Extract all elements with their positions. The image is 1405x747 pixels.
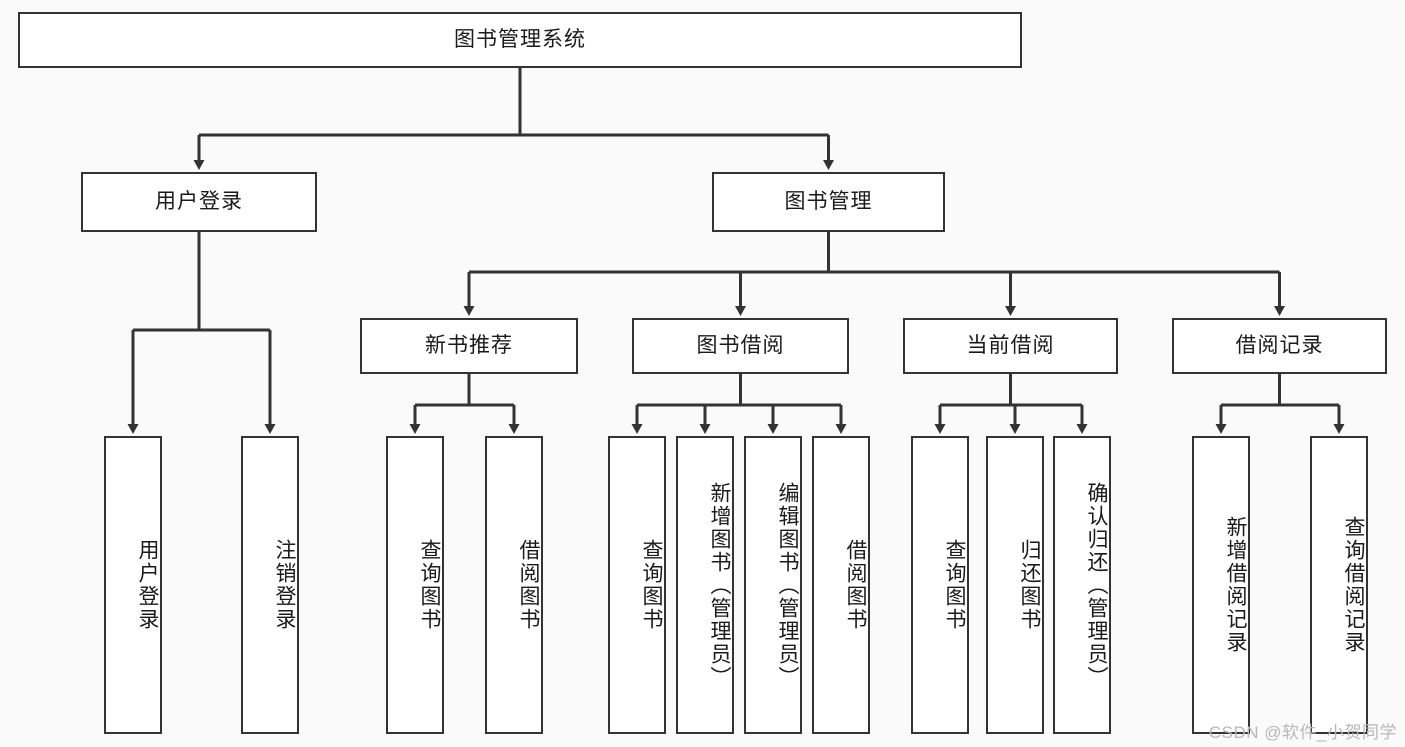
- node-book-manage[interactable]: 图书管理: [712, 172, 945, 232]
- node-user-logout[interactable]: 注销登录: [241, 436, 299, 734]
- node-user-login-do-label: 用户登录: [136, 539, 159, 631]
- node-bb-query-book-label: 查询图书: [640, 539, 663, 631]
- node-book-manage-label: 图书管理: [784, 190, 873, 214]
- node-br-add-record-label: 新增借阅记录: [1224, 516, 1247, 654]
- node-bb-add-book-label: 新增图书（管理员）: [708, 481, 731, 689]
- node-cb-query-book-label: 查询图书: [943, 539, 966, 631]
- node-borrow-record[interactable]: 借阅记录: [1172, 318, 1387, 374]
- node-current-borrow[interactable]: 当前借阅: [903, 318, 1118, 374]
- node-bb-borrow-book[interactable]: 借阅图书: [812, 436, 870, 734]
- node-nbr-borrow-book[interactable]: 借阅图书: [485, 436, 543, 734]
- node-book-borrow[interactable]: 图书借阅: [632, 318, 849, 374]
- node-new-book-rec[interactable]: 新书推荐: [360, 318, 578, 374]
- node-nbr-query-book-label: 查询图书: [418, 539, 441, 631]
- node-book-borrow-label: 图书借阅: [696, 334, 785, 358]
- node-bb-borrow-book-label: 借阅图书: [844, 539, 867, 631]
- csdn-watermark: CSDN @软件_小贺同学: [1208, 723, 1397, 742]
- node-bb-edit-book-label: 编辑图书（管理员）: [776, 481, 799, 689]
- node-new-book-rec-label: 新书推荐: [425, 334, 513, 358]
- node-br-query-record[interactable]: 查询借阅记录: [1310, 436, 1368, 734]
- node-user-login-label: 用户登录: [155, 190, 243, 214]
- node-cb-return-book-label: 归还图书: [1018, 539, 1041, 631]
- node-nbr-borrow-book-label: 借阅图书: [517, 539, 540, 631]
- node-bb-edit-book[interactable]: 编辑图书（管理员）: [744, 436, 802, 734]
- node-root-label: 图书管理系统: [454, 28, 586, 52]
- node-br-query-record-label: 查询借阅记录: [1342, 516, 1365, 654]
- node-nbr-query-book[interactable]: 查询图书: [386, 436, 444, 734]
- node-cb-confirm-return-label: 确认归还（管理员）: [1085, 481, 1108, 689]
- node-user-login-do[interactable]: 用户登录: [104, 436, 162, 734]
- node-user-logout-label: 注销登录: [273, 539, 296, 631]
- node-borrow-record-label: 借阅记录: [1235, 334, 1324, 358]
- node-root[interactable]: 图书管理系统: [18, 12, 1022, 68]
- node-cb-query-book[interactable]: 查询图书: [911, 436, 969, 734]
- node-bb-query-book[interactable]: 查询图书: [608, 436, 666, 734]
- node-user-login[interactable]: 用户登录: [81, 172, 317, 232]
- node-cb-confirm-return[interactable]: 确认归还（管理员）: [1053, 436, 1111, 734]
- node-current-borrow-label: 当前借阅: [966, 334, 1055, 358]
- node-bb-add-book[interactable]: 新增图书（管理员）: [676, 436, 734, 734]
- node-cb-return-book[interactable]: 归还图书: [986, 436, 1044, 734]
- node-br-add-record[interactable]: 新增借阅记录: [1192, 436, 1250, 734]
